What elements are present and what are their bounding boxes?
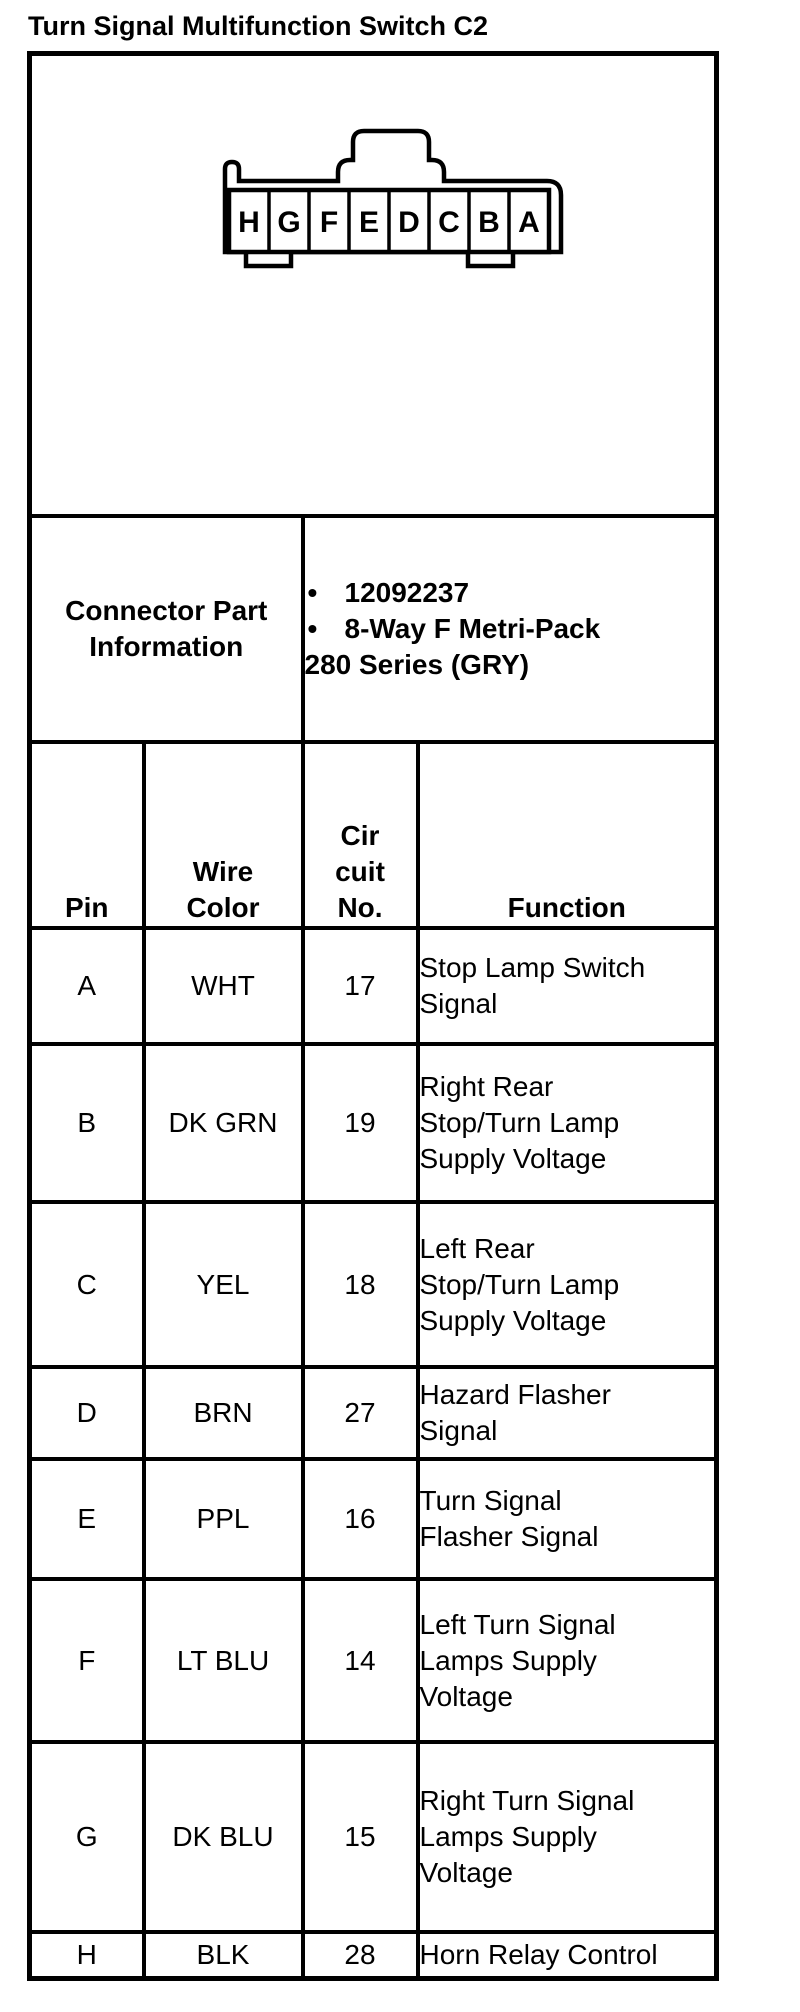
- circuit-cell: 17: [300, 926, 420, 1046]
- bullet-icon: •: [307, 613, 318, 644]
- pin-label-c: C: [438, 206, 460, 239]
- circuit-cell: 27: [300, 1365, 420, 1461]
- table-row-pin-h: H BLK 28 Horn Relay Control: [27, 1930, 719, 1980]
- pin-cell: A: [27, 926, 146, 1046]
- col-header-wire-color: Wire Color: [141, 740, 305, 930]
- pin-label-e: E: [359, 206, 379, 239]
- connector-info-table: H G F E D C B A Connector Part Informati…: [27, 51, 719, 1981]
- pin-cell: G: [27, 1740, 146, 1934]
- part-number-item: • 12092237: [307, 575, 713, 611]
- table-row-pin-d: D BRN 27 Hazard Flasher Signal: [27, 1365, 719, 1461]
- circuit-cell: 28: [300, 1930, 420, 1980]
- connector-type-text: 8-Way F Metri-Pack 280 Series (GRY): [304, 613, 601, 680]
- circuit-cell: 15: [300, 1740, 420, 1934]
- circuit-cell: 14: [300, 1577, 420, 1744]
- connector-diagram: H G F E D C B A: [222, 128, 564, 269]
- wire-color-cell: DK BLU: [141, 1740, 305, 1934]
- wire-color-cell: BLK: [141, 1930, 305, 1980]
- wire-color-cell: BRN: [141, 1365, 305, 1461]
- table-row-pin-a: A WHT 17 Stop Lamp Switch Signal: [27, 926, 719, 1046]
- pin-label-g: G: [277, 206, 300, 239]
- table-row-pin-e: E PPL 16 Turn Signal Flasher Signal: [27, 1457, 719, 1581]
- function-cell: Horn Relay Control: [415, 1930, 719, 1980]
- pin-label-b: B: [478, 206, 500, 239]
- part-info-label: Connector Part Information: [27, 514, 305, 744]
- connector-type-item: •8-Way F Metri-Pack 280 Series (GRY): [304, 611, 713, 683]
- wire-color-cell: WHT: [141, 926, 305, 1046]
- pin-label-d: D: [398, 206, 420, 239]
- function-cell: Turn Signal Flasher Signal: [415, 1457, 719, 1581]
- table-row-pin-b: B DK GRN 19 Right Rear Stop/Turn Lamp Su…: [27, 1042, 719, 1204]
- bullet-icon: •: [307, 577, 318, 608]
- table-row-pin-c: C YEL 18 Left Rear Stop/Turn Lamp Supply…: [27, 1200, 719, 1369]
- function-cell: Stop Lamp Switch Signal: [415, 926, 719, 1046]
- pin-label-h: H: [238, 206, 260, 239]
- col-header-circuit-no: Cir cuit No.: [300, 740, 420, 930]
- wire-color-cell: YEL: [141, 1200, 305, 1369]
- col-header-function: Function: [415, 740, 719, 930]
- pin-label-a: A: [518, 206, 540, 239]
- circuit-cell: 19: [300, 1042, 420, 1204]
- wire-color-cell: DK GRN: [141, 1042, 305, 1204]
- part-info-list: •12092237 •8-Way F Metri-Pack 280 Series…: [300, 514, 719, 744]
- pin-cell: F: [27, 1577, 146, 1744]
- function-cell: Left Rear Stop/Turn Lamp Supply Voltage: [415, 1200, 719, 1369]
- pin-cell: D: [27, 1365, 146, 1461]
- table-row-pin-f: F LT BLU 14 Left Turn Signal Lamps Suppl…: [27, 1577, 719, 1744]
- pin-cell: H: [27, 1930, 146, 1980]
- pin-label-f: F: [320, 206, 338, 239]
- function-cell: Hazard Flasher Signal: [415, 1365, 719, 1461]
- connector-diagram-cell: H G F E D C B A: [27, 51, 719, 518]
- function-cell: Right Rear Stop/Turn Lamp Supply Voltage: [415, 1042, 719, 1204]
- part-number-text: 12092237: [344, 577, 470, 608]
- wire-color-cell: LT BLU: [141, 1577, 305, 1744]
- circuit-cell: 18: [300, 1200, 420, 1369]
- function-cell: Left Turn Signal Lamps Supply Voltage: [415, 1577, 719, 1744]
- page-title: Turn Signal Multifunction Switch C2: [28, 11, 488, 41]
- function-cell: Right Turn Signal Lamps Supply Voltage: [415, 1740, 719, 1934]
- pin-cell: E: [27, 1457, 146, 1581]
- wire-color-cell: PPL: [141, 1457, 305, 1581]
- pin-cell: C: [27, 1200, 146, 1369]
- circuit-cell: 16: [300, 1457, 420, 1581]
- table-row-pin-g: G DK BLU 15 Right Turn Signal Lamps Supp…: [27, 1740, 719, 1934]
- col-header-pin: Pin: [27, 740, 146, 930]
- pin-cavity-dividers: [267, 190, 511, 252]
- pin-cell: B: [27, 1042, 146, 1204]
